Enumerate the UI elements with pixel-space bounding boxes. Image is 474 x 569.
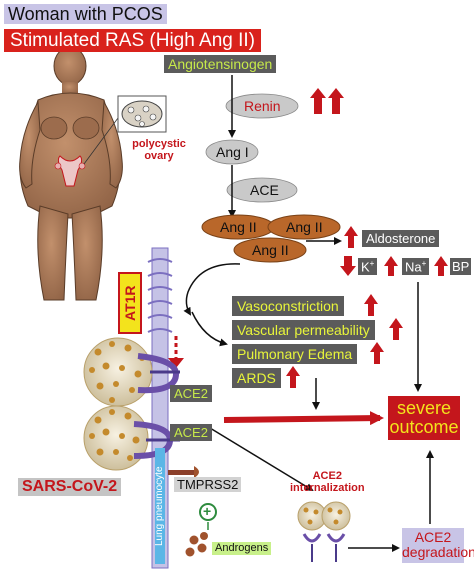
potassium-label: K+ [358,258,378,276]
ang2-label-a: Ang II [220,219,257,235]
ace2-label-upper: ACE2 [170,385,212,402]
arrow-ace2-outcome [223,411,384,426]
potassium-charge: + [369,259,375,268]
internalization-line2: internalization [290,482,365,495]
internalization-label: ACE2 internalization [290,470,365,494]
tmprss2-label: TMPRSS2 [174,477,242,492]
ovary-label: polycystic ovary [132,138,186,163]
sodium-charge: + [421,259,427,268]
renin-label: Renin [244,98,281,114]
permeability-up-icon [389,318,403,340]
potassium-down-icon [340,256,356,276]
ace2-label-lower: ACE2 [170,424,212,441]
ang1-node [205,139,259,165]
effect-ards: ARDS [232,368,281,388]
internalization-line1: ACE2 [312,470,342,482]
severe-outcome-box: severe outcome [388,396,460,440]
aldosterone-up-icon [344,226,358,248]
woman-figure [19,46,167,301]
effect-vascular-permeability: Vascular permeability [232,320,375,340]
ards-up-icon [286,366,300,388]
effect-vasoconstriction: Vasoconstriction [232,296,344,316]
ace-label: ACE [250,182,279,198]
degradation-line1: ACE2 [414,529,452,545]
degradation-box: ACE2 degradation [402,528,474,563]
arrow-ang2-receptor [183,263,241,316]
internal-signal-arrow [168,336,184,368]
virus-name-label: SARS-CoV-2 [18,478,122,496]
header-subject: Woman with PCOS [4,4,167,24]
tmprss2-protein [168,466,199,478]
vasoconstriction-up-icon [364,294,378,316]
arrow-receptor-effects [191,311,228,347]
ang1-label: Ang I [216,144,249,160]
virus-particle-upper [83,337,180,407]
bp-up-icon [434,256,448,276]
plus-sign: + [203,503,212,519]
degradation-line2: degradation [402,544,474,561]
lung-pneumocyte-label: Lung pneumocyte [154,448,165,564]
aldosterone-label: Aldosterone [362,230,440,247]
ace-node [226,177,298,203]
androgens-dots [185,532,208,557]
ang2-label-c: Ang II [252,242,289,258]
ang2-label-b: Ang II [286,219,323,235]
sodium-symbol: Na [405,259,422,275]
ang2-cluster [201,214,341,263]
sodium-up-icon [384,256,398,276]
renin-node [225,93,299,119]
angiotensinogen-label: Angiotensinogen [164,55,277,73]
bp-label: BP [450,258,472,275]
androgens-label: Androgens [212,542,272,555]
renin-up-arrows-icon [310,88,344,114]
outcome-line1: severe [396,398,452,418]
potassium-symbol: K [361,259,370,275]
edema-up-icon [370,342,384,364]
effect-pulmonary-edema: Pulmonary Edema [232,344,358,364]
outcome-line2: outcome [389,416,459,437]
header-condition: Stimulated RAS (High Ang II) [4,29,261,52]
arrow-ace2-internalization [209,427,314,492]
plus-circle-icon [199,503,217,521]
at1r-label: AT1R [118,272,142,334]
internalized-viruses [297,501,351,562]
sodium-label: Na+ [402,258,430,276]
